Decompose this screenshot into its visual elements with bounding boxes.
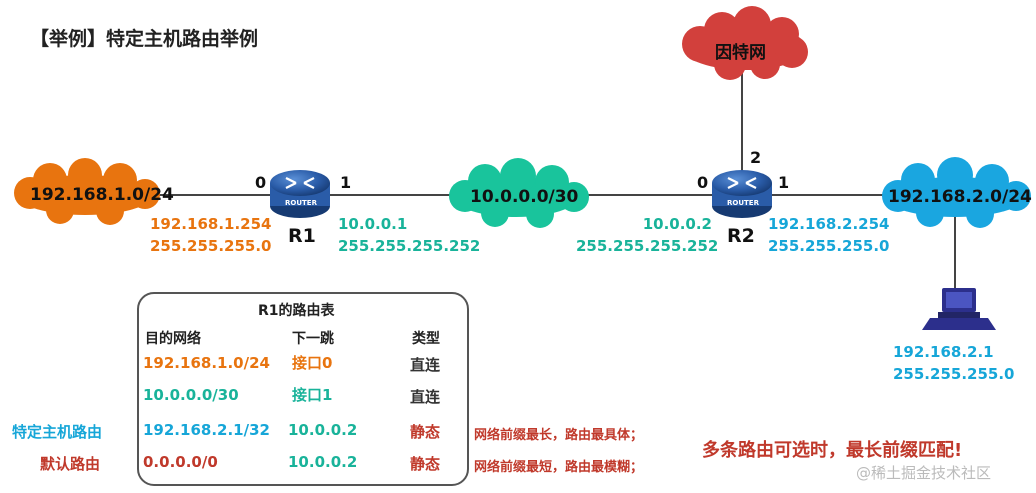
r1-if1-address: 10.0.0.1 255.255.255.252	[338, 213, 480, 257]
cloud-internet	[682, 6, 808, 80]
side-label-host-route: 特定主机路由	[12, 423, 103, 441]
cloud-net-mid	[449, 158, 589, 228]
table-row-3-next-hop: 10.0.0.2	[288, 421, 358, 439]
watermark: @稀土掘金技术社区	[856, 464, 992, 482]
r1-if0-ip: 192.168.1.254	[150, 215, 272, 233]
router-r1-badge: ROUTER	[285, 199, 317, 207]
routing-table-frame	[137, 292, 469, 486]
router-r1	[270, 170, 330, 218]
table-row-4-type: 静态	[410, 455, 441, 473]
host-computer-icon	[922, 288, 996, 330]
r2-if1-ip: 192.168.2.254	[768, 215, 890, 233]
routing-table-header-dest: 目的网络	[145, 331, 201, 347]
r1-if0-address: 192.168.1.254 255.255.255.0	[150, 213, 271, 257]
routing-table-title: R1的路由表	[258, 303, 335, 319]
table-row-2-dest: 10.0.0.0/30	[143, 386, 239, 404]
r2-port-0: 0	[697, 173, 709, 192]
router-r2-name: R2	[727, 225, 755, 247]
table-row-2-next-hop: 接口1	[292, 386, 333, 404]
cloud-net-right-label: 192.168.2.0/24	[888, 187, 1032, 207]
router-r2	[712, 170, 772, 218]
table-row-3-dest: 192.168.2.1/32	[143, 421, 270, 439]
cloud-net-left	[14, 158, 160, 225]
cloud-net-left-label: 192.168.1.0/24	[30, 185, 174, 205]
host-ip: 192.168.2.1	[893, 343, 994, 361]
cloud-net-right	[882, 157, 1031, 228]
r2-if1-address: 192.168.2.254 255.255.255.0	[768, 213, 889, 257]
r2-if0-address: 10.0.0.2 255.255.255.252	[576, 213, 719, 257]
r2-if1-mask: 255.255.255.0	[768, 237, 890, 255]
router-r2-badge: ROUTER	[727, 199, 759, 207]
host-address: 192.168.2.1 255.255.255.0	[893, 341, 1014, 385]
table-row-4-dest: 0.0.0.0/0	[143, 453, 218, 471]
cloud-net-mid-label: 10.0.0.0/30	[470, 187, 579, 207]
r1-if1-mask: 255.255.255.252	[338, 237, 481, 255]
page-title: 【举例】特定主机路由举例	[30, 28, 259, 50]
table-row-2-type: 直连	[410, 388, 441, 406]
r1-if1-ip: 10.0.0.1	[338, 215, 408, 233]
r1-if0-mask: 255.255.255.0	[150, 237, 272, 255]
table-row-4-next-hop: 10.0.0.2	[288, 453, 358, 471]
note-longest-match-rule: 多条路由可选时，最长前缀匹配!	[702, 440, 963, 461]
table-row-1-dest: 192.168.1.0/24	[143, 354, 270, 372]
note-shortest-prefix: 网络前缀最短，路由最模糊；	[474, 460, 644, 475]
side-label-default-route: 默认路由	[40, 455, 101, 473]
table-row-1-type: 直连	[410, 356, 441, 374]
router-r1-name: R1	[288, 225, 316, 247]
r2-if0-mask: 255.255.255.252	[576, 237, 719, 255]
r1-port-1: 1	[340, 173, 352, 192]
routing-table-header-next-hop: 下一跳	[292, 331, 334, 347]
note-longest-prefix: 网络前缀最长，路由最具体；	[474, 428, 644, 443]
routing-table-header-type: 类型	[412, 331, 440, 347]
cloud-internet-label: 因特网	[715, 43, 766, 63]
r1-port-0: 0	[255, 173, 267, 192]
r2-port-2: 2	[750, 148, 762, 167]
host-mask: 255.255.255.0	[893, 365, 1015, 383]
table-row-1-next-hop: 接口0	[292, 354, 333, 372]
r2-port-1: 1	[778, 173, 790, 192]
r2-if0-ip: 10.0.0.2	[642, 215, 712, 233]
table-row-3-type: 静态	[410, 423, 441, 441]
